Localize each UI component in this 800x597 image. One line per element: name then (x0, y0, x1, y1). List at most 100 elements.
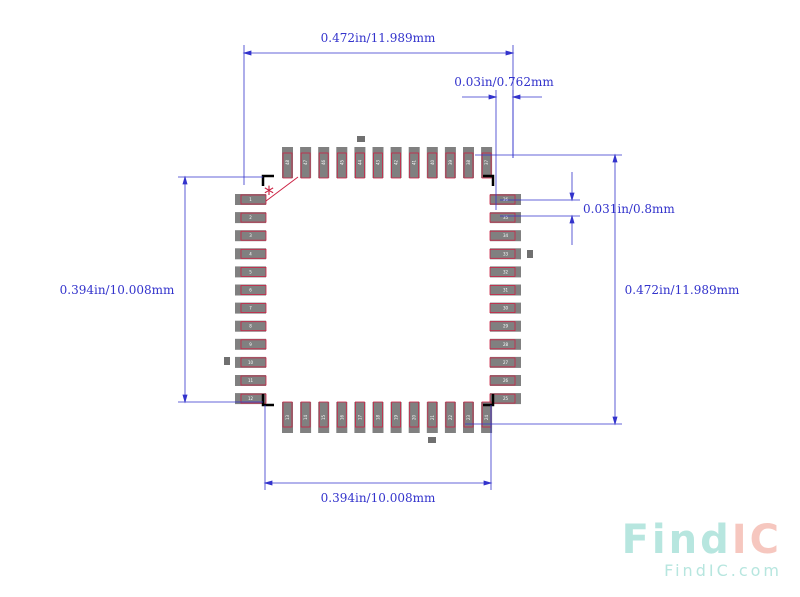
pad-pin-7: 7 (235, 302, 267, 314)
pad-outline (354, 401, 365, 428)
pad-outline (336, 152, 347, 179)
pin-number-label: 17 (357, 415, 362, 421)
pad-pin-46: 46 (318, 147, 330, 179)
dim-label-body-height: 0.394in/10.008mm (60, 283, 175, 297)
dim-label-pin-width: 0.03in/0.762mm (454, 75, 554, 89)
pin-number-label: 32 (503, 269, 509, 274)
pin-number-label: 20 (412, 415, 417, 421)
pin-number-label: 38 (466, 160, 471, 166)
pad-pin-37: 37 (481, 147, 493, 179)
pad-pin-44: 44 (354, 147, 366, 179)
pin-number-label: 35 (503, 215, 509, 220)
pad-pin-27: 27 (489, 356, 521, 368)
pin-number-label: 22 (448, 415, 453, 421)
pad-pin-20: 20 (408, 401, 420, 433)
pad-pin-21: 21 (426, 401, 438, 433)
pad-pin-5: 5 (235, 266, 267, 278)
pad-outline (282, 401, 293, 428)
pad-outline (240, 266, 267, 277)
dim-label-body-width: 0.394in/10.008mm (321, 491, 436, 505)
pad-pin-1: 1 (235, 194, 267, 205)
pad-pin-15: 15 (318, 401, 330, 433)
pad-outline (489, 248, 516, 259)
pad-outline (336, 401, 347, 428)
pin-number-label: 11 (248, 378, 254, 383)
pin-number-label: 16 (339, 415, 344, 421)
pin-number-label: 26 (503, 378, 509, 383)
pad-outline (445, 401, 456, 428)
pad-pin-14: 14 (300, 401, 312, 433)
body-outline-corners (261, 174, 495, 407)
pad-outline (354, 152, 365, 179)
pin-number-label: 33 (503, 251, 509, 256)
pad-pin-16: 16 (336, 401, 348, 433)
pad-pin-18: 18 (372, 401, 384, 433)
pad-outline (240, 321, 267, 332)
pin-number-label: 39 (448, 160, 453, 166)
fiducial-right (527, 250, 533, 258)
dimension-lines (178, 45, 622, 490)
pin-number-label: 25 (503, 396, 509, 401)
pad-pin-31: 31 (489, 284, 521, 296)
pad-pin-24: 24 (481, 401, 493, 433)
pad-outline (373, 152, 383, 179)
pad-outline (240, 230, 267, 241)
pin-number-label: 31 (503, 288, 509, 293)
pin-number-label: 24 (484, 415, 489, 421)
pad-pin-40: 40 (426, 147, 438, 179)
pin1-marker: * (264, 182, 274, 206)
pin-number-label: 5 (249, 269, 252, 274)
pad-outline (489, 393, 516, 404)
pin-number-label: 36 (503, 197, 509, 202)
pad-pin-22: 22 (444, 401, 456, 433)
pin-number-label: 6 (249, 288, 252, 293)
pad-pin-26: 26 (489, 375, 521, 386)
pad-pin-38: 38 (463, 147, 474, 179)
pin-number-label: 47 (303, 160, 308, 166)
pad-outline (489, 339, 516, 350)
pad-outline (463, 401, 474, 428)
pad-outline (445, 152, 456, 179)
pad-pin-41: 41 (408, 147, 420, 179)
pad-pin-48: 48 (282, 147, 293, 179)
pad-pin-45: 45 (336, 147, 348, 179)
pin-number-label: 30 (503, 306, 509, 311)
pin-number-label: 15 (321, 415, 326, 421)
pad-outline (240, 339, 267, 350)
pad-outline (373, 401, 383, 428)
pad-pin-3: 3 (235, 230, 267, 242)
pin-number-label: 10 (248, 360, 254, 365)
pad-pin-6: 6 (235, 284, 267, 296)
pad-pin-25: 25 (489, 393, 521, 405)
pad-pin-9: 9 (235, 338, 267, 350)
pad-outline (489, 285, 516, 295)
pad-pin-13: 13 (282, 401, 293, 433)
pad-outline (240, 248, 267, 259)
pad-outline (489, 266, 516, 277)
pad-pin-28: 28 (489, 338, 521, 350)
pad-pin-32: 32 (489, 266, 521, 278)
pin-number-label: 7 (249, 306, 252, 311)
pin-number-label: 13 (285, 415, 290, 421)
pin-number-label: 42 (394, 160, 399, 166)
pad-outline (318, 401, 329, 428)
pad-outline (318, 152, 329, 179)
pin-number-label: 44 (357, 160, 362, 166)
pad-pin-8: 8 (235, 320, 267, 332)
pad-outline (463, 152, 474, 179)
pin-number-label: 28 (503, 342, 509, 347)
pad-outline (391, 152, 402, 179)
pad-pin-33: 33 (489, 248, 521, 260)
pad-outline (240, 393, 267, 404)
pin-number-label: 45 (339, 160, 344, 166)
pad-pin-34: 34 (489, 230, 521, 242)
pin-number-label: 2 (249, 215, 252, 220)
pin-number-label: 3 (249, 233, 252, 238)
pad-outline (427, 152, 438, 179)
pad-outline (240, 212, 267, 223)
